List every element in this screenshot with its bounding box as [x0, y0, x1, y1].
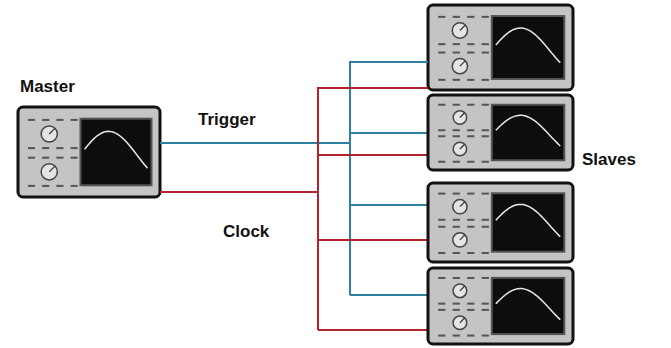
- node-heading: Slaves: [582, 150, 636, 170]
- master-scope: Master: [18, 107, 160, 197]
- node-heading: Master: [20, 77, 75, 97]
- slave-group: Slaves: [428, 2, 653, 346]
- trigger-branch: [350, 133, 428, 295]
- clock-branch: [318, 155, 428, 330]
- trigger-line: [160, 62, 428, 143]
- oscilloscope-icon: [428, 268, 573, 344]
- clock-line: [160, 88, 428, 192]
- oscilloscope-icon: [18, 107, 160, 197]
- signal-label: Clock: [221, 222, 271, 242]
- oscilloscope-icon: [428, 183, 573, 262]
- signal-label: Trigger: [196, 110, 258, 130]
- oscilloscope-icon: [428, 95, 573, 170]
- oscilloscope-icon: [428, 5, 573, 90]
